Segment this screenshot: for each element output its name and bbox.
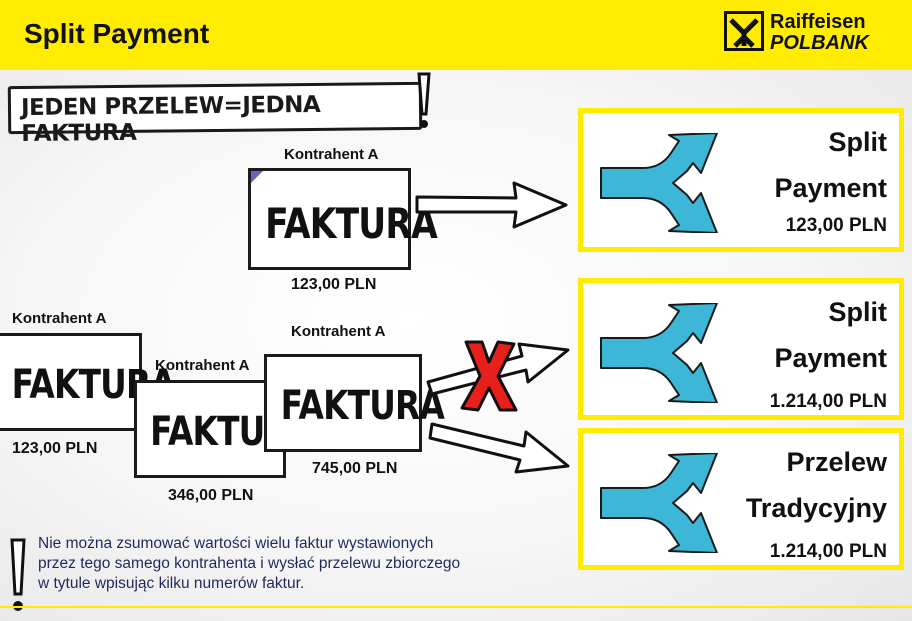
raiffeisen-logo-icon [724,11,764,51]
invoice-word: FAKTURA [265,199,438,248]
header-bar: Split Payment Raiffeisen POLBANK [0,0,912,70]
invoice-card: FAKTURA [0,333,176,431]
panel-title-line1: Split [828,127,888,157]
note-text: Nie można zsumować wartości wielu faktur… [38,534,558,594]
arrow-down-right-icon [428,422,570,474]
split-payment-panel: Split Payment 1.214,00 PLN [578,278,904,420]
invoice-amount: 745,00 PLN [312,460,398,477]
page-title: Split Payment [24,18,210,49]
exclamation-icon [10,538,26,611]
invoice-card: FAKTURA [248,168,438,270]
logo-text-polbank: POLBANK [770,32,869,54]
invoice-amount: 123,00 PLN [12,440,98,457]
invoice-card: FAKTURA [264,354,445,452]
contractor-label: Kontrahent A [155,357,250,374]
panel-title-line1: Split [828,297,888,327]
panel-title-line1: Przelew [786,447,887,477]
folded-corner-icon [251,171,263,183]
invoice-amount: 346,00 PLN [168,487,254,504]
split-payment-panel: Split Payment 123,00 PLN [578,108,904,252]
note-line: przez tego samego kontrahenta i wysłać p… [38,555,461,572]
traditional-transfer-panel: Przelew Tradycyjny 1.214,00 PLN [578,428,904,570]
panel-amount: 123,00 PLN [785,215,887,236]
invoice-word: FAKTURA [280,383,445,429]
slogan-text: JEDEN PRZELEW=JEDNA FAKTURA [20,91,321,148]
red-cross-icon [460,340,518,412]
invoice-word: FAKTURA [150,409,314,455]
bottom-divider [0,606,912,608]
contractor-label: Kontrahent A [12,310,107,327]
contractor-label: Kontrahent A [284,146,379,163]
invoice-word: FAKTURA [11,362,176,408]
panel-title-line2: Tradycyjny [745,493,887,523]
panel-amount: 1.214,00 PLN [769,541,887,562]
panel-title-line2: Payment [774,173,887,203]
arrow-right-icon [415,181,568,229]
invoice-amount: 123,00 PLN [291,276,377,293]
brand-logo: Raiffeisen POLBANK [724,11,894,57]
panel-title-line2: Payment [774,343,887,373]
logo-text-raiffeisen: Raiffeisen [770,11,866,33]
contractor-label: Kontrahent A [291,323,386,340]
panel-amount: 1.214,00 PLN [769,391,887,412]
note-line: w tytule wpisując kilku numerów faktur. [38,575,305,592]
note-line: Nie można zsumować wartości wielu faktur… [38,535,434,552]
slogan-box: JEDEN PRZELEW=JEDNA FAKTURA [7,81,423,147]
split-arrow-icon [600,133,718,233]
exclamation-icon [417,72,431,128]
split-arrow-icon [600,303,718,403]
split-arrow-icon [600,453,718,553]
